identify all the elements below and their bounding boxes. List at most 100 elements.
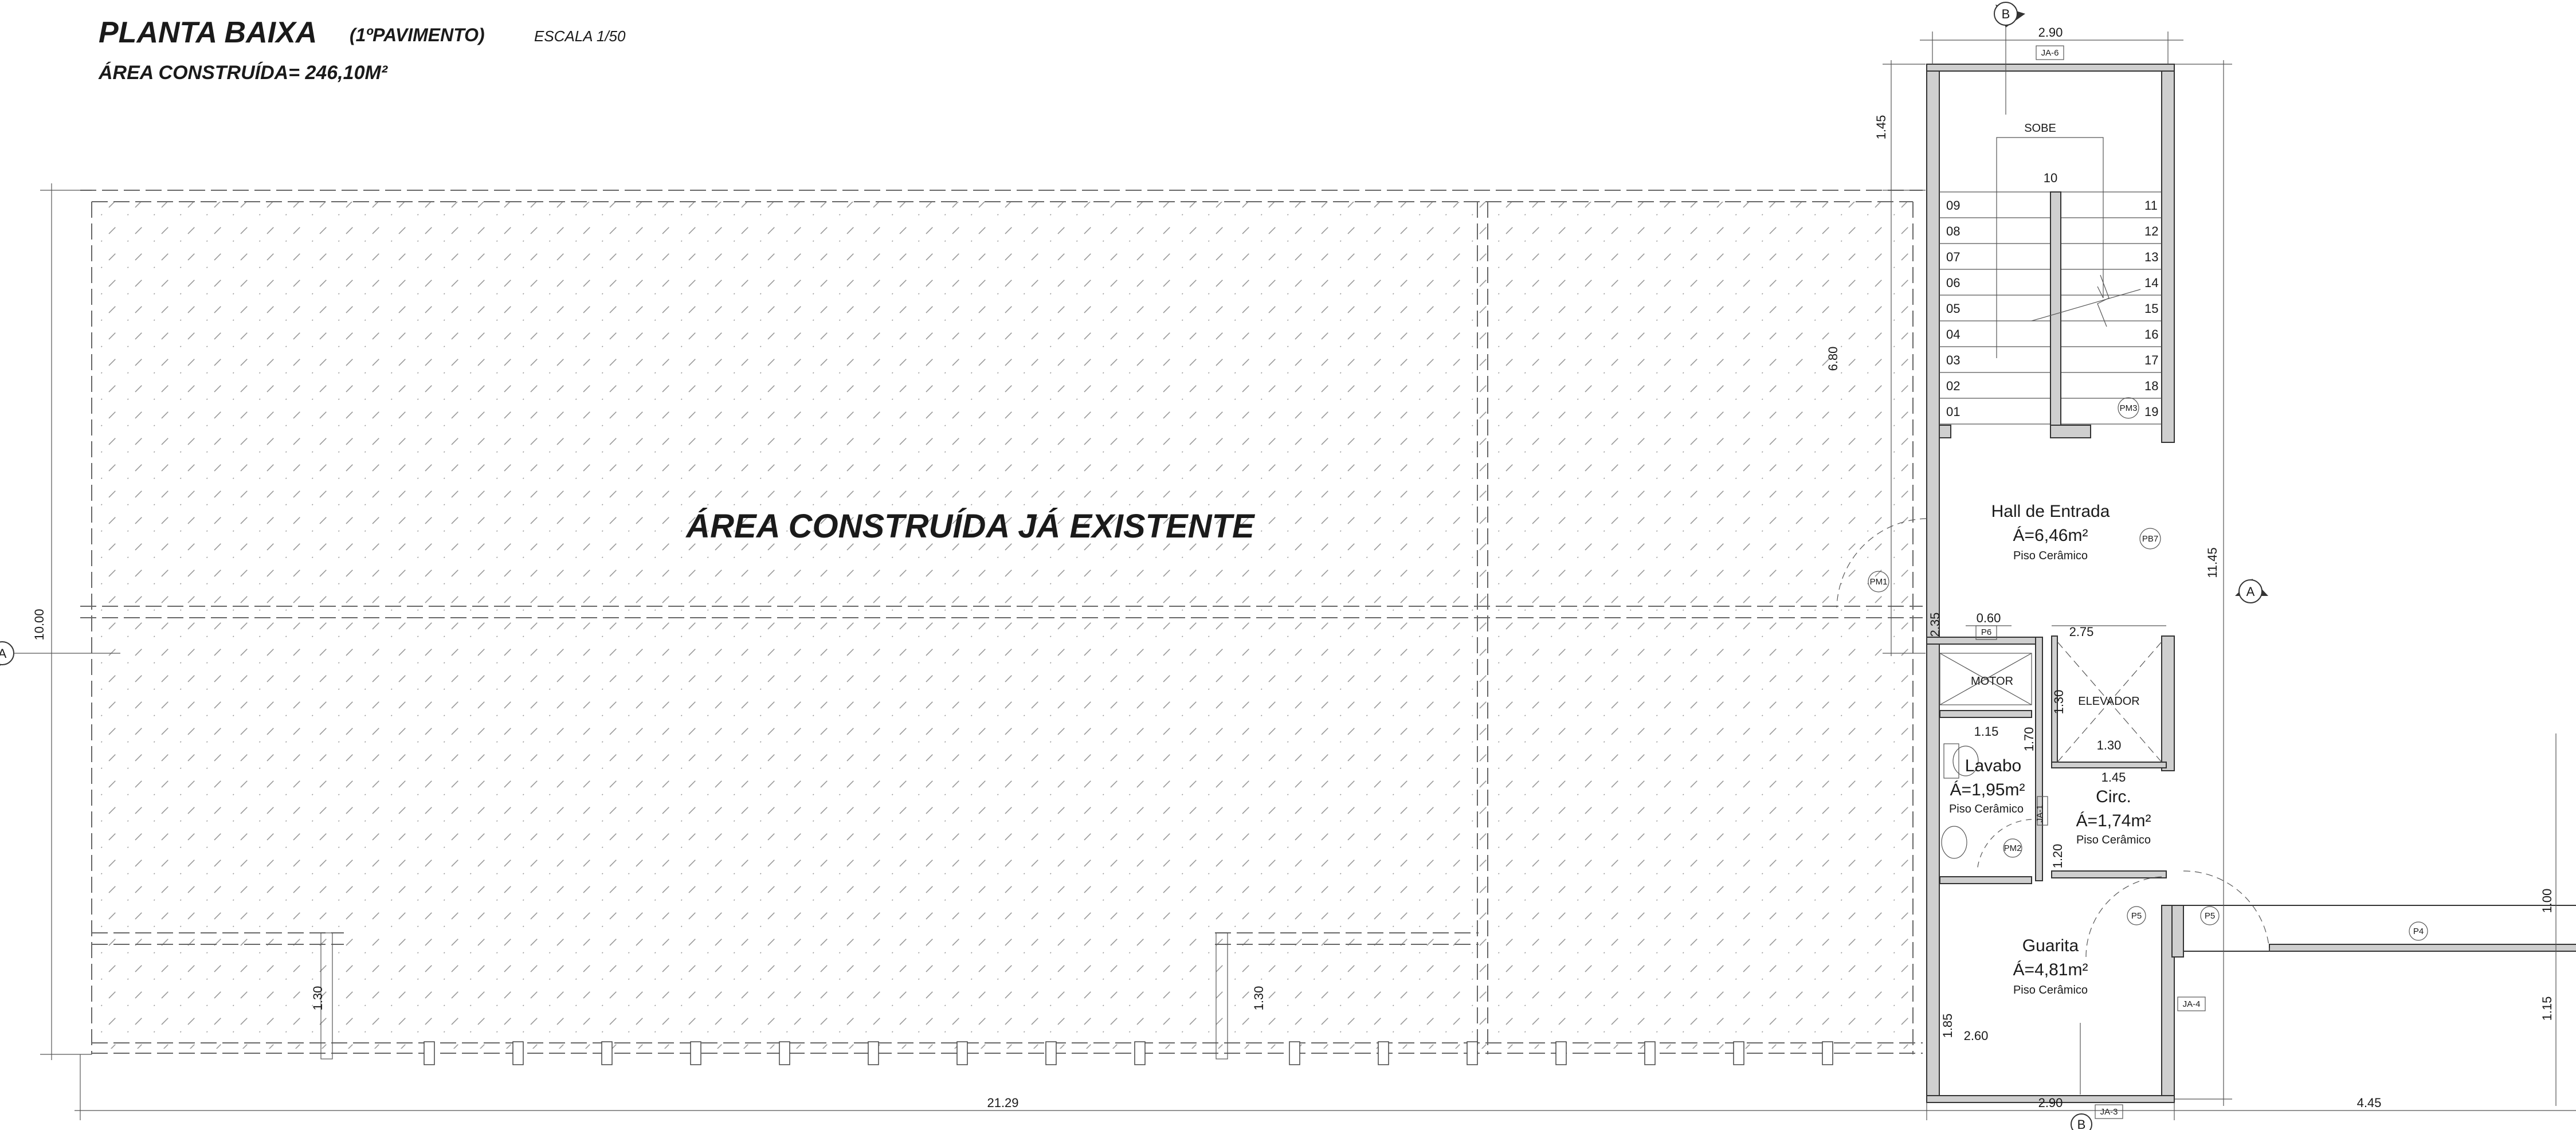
existing-area-label: ÁREA CONSTRUÍDA JÁ EXISTENTE — [685, 508, 1256, 545]
stair-step-number: 17 — [2144, 353, 2158, 367]
window-tags: JA-6 JA-4 JA-3 P6 — [1975, 45, 2206, 1119]
dim-post-mid: 1.30 — [1252, 986, 1266, 1011]
stair-step-number: 06 — [1946, 276, 1960, 290]
section-marker-b-bottom — [2071, 1113, 2092, 1130]
stair-step-number: 16 — [2144, 327, 2158, 342]
wall-guarita-top — [1939, 876, 2032, 884]
building-walls — [1926, 64, 2576, 1103]
dim-right-100: 1.00 — [2540, 889, 2554, 913]
dim-motor-width: 0.60 — [1977, 611, 2001, 625]
stair-step-number: 12 — [2144, 224, 2158, 238]
fence-post-mid — [1216, 932, 1228, 1060]
toilet-bowl — [1952, 746, 1979, 776]
wall-right-middle — [2161, 635, 2175, 771]
section-a-right-label: A — [2246, 584, 2255, 599]
door-swing-pm1 — [1836, 518, 1927, 608]
elevator-label: ELEVADOR — [2078, 695, 2139, 708]
door-tag-p5-inner — [2127, 906, 2146, 925]
section-marker-b-top — [1994, 2, 2018, 26]
stair-step-number: 01 — [1946, 405, 1960, 419]
circ-floor: Piso Cerâmico — [2076, 834, 2151, 846]
stair-center-wall — [2050, 191, 2061, 427]
dim-bottom-mid: 2.90 — [2038, 1096, 2063, 1110]
dim-circ-h: 1.20 — [2050, 844, 2065, 869]
door-tag-pm2-label: PM2 — [2004, 843, 2022, 853]
stair-step-number: 15 — [2144, 301, 2158, 316]
motor-label: MOTOR — [1971, 675, 2013, 688]
dim-elevator-w: 2.75 — [2069, 625, 2094, 639]
wall-left — [1926, 64, 1940, 1103]
dim-post-left: 1.30 — [311, 986, 325, 1011]
section-marker-a-right — [2238, 579, 2263, 603]
wall-bottom — [1926, 1095, 2175, 1103]
stair-step-number: 13 — [2144, 250, 2158, 264]
guarita-floor: Piso Cerâmico — [2013, 984, 2088, 996]
stair-step-number: 03 — [1946, 353, 1960, 367]
toilet-tank — [1943, 743, 1959, 779]
stair-step-number: 14 — [2144, 276, 2158, 290]
door-tag-pb7-label: PB7 — [2142, 534, 2158, 544]
dim-top-width: 2.90 — [2038, 25, 2063, 40]
plan-title: PLANTA BAIXA — [99, 16, 317, 49]
wall-annex-bottom — [2269, 944, 2576, 952]
dim-lavabo-h: 1.70 — [2022, 727, 2036, 752]
room-motor: MOTOR — [1939, 653, 2032, 705]
circ-name: Circ. — [2096, 787, 2131, 806]
wall-elevator-bottom — [2051, 762, 2167, 768]
door-tag-p5-outer — [2200, 906, 2220, 925]
wall-motor-top — [1926, 637, 2036, 645]
wall-top — [1926, 64, 2175, 72]
door-tag-p4 — [2409, 921, 2428, 941]
stair-step-number: 18 — [2144, 379, 2158, 393]
door-tag-pm1-label: PM1 — [1870, 577, 1888, 587]
dim-guarita-185: 1.85 — [1940, 1014, 1955, 1038]
dim-elevator-h: 1.30 — [2052, 690, 2066, 715]
stair-step-top: 10 — [2044, 171, 2057, 185]
stair-step-number: 08 — [1946, 224, 1960, 238]
section-b-bottom-label: B — [2077, 1117, 2086, 1130]
dim-bottom-right: 4.45 — [2357, 1096, 2382, 1110]
window-tag-ja3: JA-3 — [2100, 1107, 2118, 1117]
wall-lavabo-top — [1939, 710, 2032, 718]
wall-circ-bottom — [2051, 870, 2167, 878]
door-tag-pm2 — [2003, 838, 2022, 858]
dim-guarita-260: 2.60 — [1964, 1029, 1989, 1043]
dim-bottom-total: 21.29 — [987, 1096, 1018, 1110]
plan-scale: ESCALA 1/50 — [534, 28, 626, 45]
section-a-left-label: A — [0, 646, 7, 661]
stair-landing-wall — [2050, 425, 2091, 438]
room-circ: Circ. Á=1,74m² Piso Cerâmico — [2076, 787, 2151, 846]
sink — [1941, 826, 1967, 859]
hall-floor: Piso Cerâmico — [2013, 550, 2088, 562]
built-area: ÁREA CONSTRUÍDA= 246,10M² — [98, 62, 389, 84]
room-hall: Hall de Entrada Á=6,46m² Piso Cerâmico P… — [1836, 502, 2161, 608]
stair-step-number: 11 — [2144, 198, 2158, 213]
dimension-lines: 2.90 1.45 6.80 11.45 10.00 2.35 0.60 2.7… — [32, 25, 2576, 1120]
stair-step-number: 04 — [1946, 327, 1960, 342]
dim-stair-depth: 1.45 — [1874, 115, 1888, 140]
door-tag-p4-label: P4 — [2413, 927, 2424, 936]
wall-right-upper — [2161, 64, 2175, 443]
dim-lavabo-w: 1.15 — [1974, 724, 1999, 739]
stair-step-number: 09 — [1946, 198, 1960, 213]
stair-step-number: 02 — [1946, 379, 1960, 393]
door-tag-pm1 — [1868, 571, 1889, 593]
dim-circ-w: 1.45 — [2101, 770, 2126, 784]
room-elevator: ELEVADOR — [2057, 641, 2162, 763]
fence-post-left — [320, 932, 333, 1060]
door-tag-pb7 — [2139, 528, 2161, 550]
stair-direction-label: SOBE — [2024, 122, 2056, 135]
window-tag-p6: P6 — [1981, 627, 1991, 637]
hall-name: Hall de Entrada — [1991, 502, 2110, 521]
section-b-top-label: B — [2002, 7, 2010, 21]
door-tag-pm3-stair-label: PM3 — [2120, 403, 2138, 413]
lavabo-floor: Piso Cerâmico — [1949, 803, 2024, 815]
circ-area: Á=1,74m² — [2076, 811, 2151, 830]
stair-step-number: 05 — [1946, 301, 1960, 316]
lavabo-name: Lavabo — [1965, 756, 2021, 775]
dim-235: 2.35 — [1928, 613, 1942, 637]
section-markers: B A A B — [0, 2, 2268, 1130]
